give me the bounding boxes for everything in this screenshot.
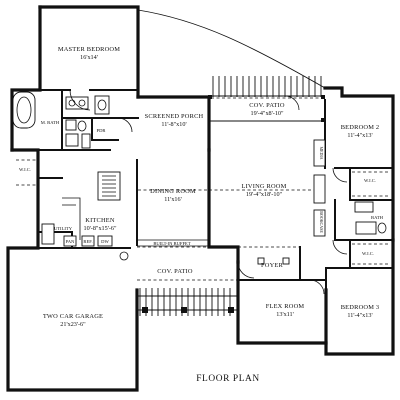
room-ref-name: REF. (83, 239, 92, 244)
room-m-bath-name: M. BATH (41, 120, 60, 125)
room-living-room-name: LIVING ROOM (242, 183, 287, 190)
room-flex-room-dims: 13'x11' (276, 311, 293, 318)
front-patio-pergola (137, 288, 238, 316)
room-pdr-name: PDR (97, 128, 107, 133)
room-two-car-garage-dims: 21'x23'-6" (60, 321, 86, 328)
room-foyer-name: FOYER (261, 262, 283, 269)
closet-rods (16, 159, 390, 265)
room-kitchen-name: KITCHEN (85, 217, 115, 224)
room-cov-patio-rear-dims: 19'-4"x8'-10" (250, 110, 284, 117)
room-bedroom-3-name: BEDROOM 3 (341, 304, 380, 311)
room-wic-master-name: W.I.C. (19, 167, 31, 172)
room-bath-name: BATH (371, 215, 384, 220)
rear-patio-pergola (208, 76, 325, 122)
room-wic-bed2-name: W.I.C. (364, 178, 376, 183)
room-two-car-garage-name: TWO CAR GARAGE (43, 313, 103, 320)
plan-title: FLOOR PLAN (196, 374, 260, 384)
door-swings (69, 89, 348, 295)
patio-curve (137, 9, 326, 89)
room-dining-room-name: DINING ROOM (150, 188, 196, 195)
exterior-walls (6, 5, 395, 392)
room-wic-bed3-name: W.I.C. (362, 251, 374, 256)
bookcase-label: BOOKCASE (319, 211, 324, 233)
room-living-room-dims: 19'-4"x18'-10" (246, 191, 283, 198)
room-kitchen-dims: 10'-8"x15'-6" (83, 225, 117, 232)
room-flex-room-name: FLEX ROOM (266, 303, 305, 310)
kitchen-counters (41, 171, 208, 261)
fixtures (12, 91, 387, 235)
media-label: MEDIA (319, 146, 324, 159)
dashed-boundaries (137, 97, 325, 281)
room-screened-porch-name: SCREENED PORCH (145, 113, 204, 120)
room-master-bedroom-name: MASTER BEDROOM (58, 46, 120, 53)
living-built-ins (313, 139, 326, 237)
room-utility-name: UTILITY (54, 226, 73, 231)
room-bedroom-2-name: BEDROOM 2 (341, 124, 380, 131)
room-master-bedroom-dims: 16'x14' (80, 54, 98, 61)
room-bedroom-3-dims: 11'-4"x13' (347, 312, 372, 319)
room-dw-name: DW (101, 239, 109, 244)
room-cov-patio-rear-name: COV. PATIO (249, 102, 285, 109)
room-screened-porch-dims: 11'-8"x10' (161, 121, 186, 128)
room-cov-patio-front-name: COV. PATIO (157, 268, 193, 275)
room-bedroom-2-dims: 11'-4"x13' (347, 132, 372, 139)
foyer-columns (257, 257, 290, 265)
built-in-buffet-label: BUILT-IN BUFFET (153, 241, 191, 246)
room-dining-room-dims: 11'x16' (164, 196, 181, 203)
room-pan-name: PAN (66, 239, 75, 244)
